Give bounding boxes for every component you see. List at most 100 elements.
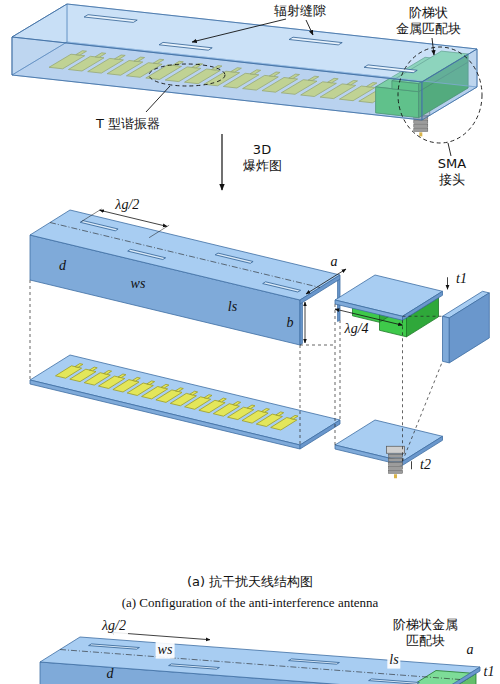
center-line [50,223,320,288]
guide-line [402,320,403,461]
dimension-label: ws [156,642,175,659]
dimension-line [411,461,412,469]
dimension-label: λg/2 [115,197,139,214]
dimension-label: t1 [482,664,497,681]
bottom-plate [30,355,340,445]
dimension-line [306,269,346,294]
sma-pin [394,474,397,478]
sma-nut [387,446,405,453]
radiating-slot [128,249,166,259]
waveguide-body [12,37,422,120]
t-resonator [190,391,198,395]
leader-line [448,143,451,156]
sma-thread [389,470,403,473]
part-label: 辐射缝隙 [274,3,326,19]
guide-line [300,345,301,445]
radiating-slot [289,37,342,45]
view-label: 3D 爆炸图 [243,142,282,173]
sma-thread [389,466,403,469]
leader-line [432,38,434,55]
dimension-label: ls [387,652,400,669]
guide-line [403,316,443,317]
t-resonator [247,405,255,409]
dimension-label: a [465,642,476,659]
dimension-line [305,302,306,343]
radiating-slot [159,42,212,50]
t-resonator [75,364,83,368]
dimension-label: d [59,257,66,274]
dimension-label: a [331,254,338,271]
radiating-slot [364,65,417,73]
bottom-plate [300,420,340,449]
leader-line [146,86,170,112]
part-label: T 型谐振器 [96,116,160,132]
dimension-label: t1 [456,271,467,288]
end-plate [443,316,450,363]
radiating-slot [369,679,420,684]
guide-line [300,345,335,346]
end-plate [449,293,489,363]
dimension-line [447,277,448,289]
radiating-slot [289,659,340,664]
sma-thread [389,462,403,465]
feed-top-plate [403,291,443,320]
guide-line [340,320,341,420]
dimension-label: ls [228,298,237,315]
cover-wall-end [300,303,302,346]
t-resonator [104,371,112,375]
t-resonator [290,415,298,419]
leader-line [306,20,313,35]
feed-bottom-plate [335,420,443,461]
center-line [60,650,460,680]
t-resonator [233,402,241,406]
dimension-label: b [287,315,294,332]
sma-thread [414,124,428,127]
part-label: 阶梯状 金属匹配块 [396,5,461,36]
t-resonator [175,388,183,392]
t-resonator [219,398,227,402]
radiating-slot [169,664,220,669]
guide-line [30,280,31,380]
cover-wall-end [440,667,480,684]
radiating-slot [84,15,137,23]
sma-pin [419,132,422,136]
leader-line [192,19,286,42]
callout-ellipse [149,64,225,86]
caption-text: (a) Configuration of the anti-interferen… [122,595,379,611]
callout-ellipse [398,47,482,143]
t-resonator [262,409,270,413]
dimension-label: ws [131,276,146,293]
dimension-label: d [107,665,114,682]
part-label: 阶梯状金属 匹配块 [393,617,458,648]
guide-line [335,304,336,445]
dimension-line [100,210,168,226]
extension-line [149,225,169,238]
cover-wall-end [300,275,340,304]
radiating-slot [89,644,140,649]
feed-top-plate [335,275,443,316]
sma-thread [389,454,403,457]
extension-line [298,271,346,301]
caption-text: (a) 抗干扰天线结构图 [187,574,313,590]
sma-thread [414,120,428,123]
cover-top [30,210,340,300]
extension-line [82,209,102,222]
t-resonator [276,412,284,416]
explode-arrow [221,134,222,190]
dimension-label: t2 [420,457,431,474]
t-resonator [132,377,140,381]
dimension-label: λg/4 [345,321,369,338]
t-resonator [161,384,169,388]
t-resonator [204,395,212,399]
radiating-slot [80,221,118,231]
part-label: SMA 接头 [438,156,466,187]
t-resonator [147,381,155,385]
t-resonator [118,374,126,378]
sma-thread [414,128,428,131]
radiating-slot [215,253,253,263]
bottom-plate [30,380,300,449]
radiating-slot [263,282,301,292]
t-resonator [89,367,97,371]
guide-line [403,361,443,461]
